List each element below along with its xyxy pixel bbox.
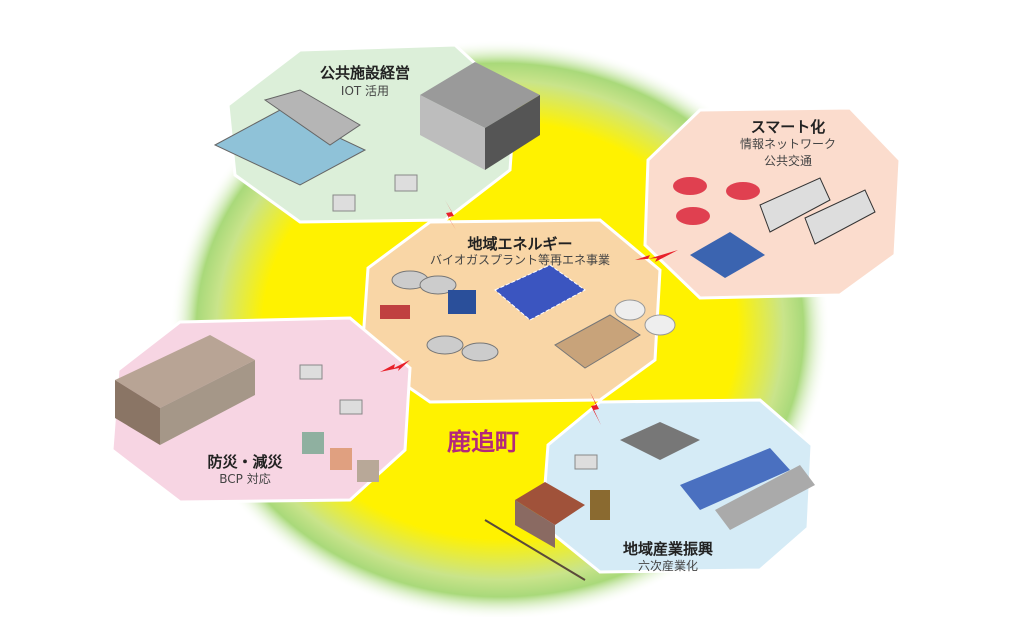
- hub-smart-sub-2: 公共交通: [763, 154, 813, 168]
- bolt-bottom: [590, 392, 601, 425]
- energy-plant: [380, 264, 676, 369]
- bolt-top: [445, 200, 456, 230]
- hub-industry-bg: [540, 398, 814, 574]
- hub-disaster-sub: BCP 対応: [219, 472, 271, 486]
- public-facility-buildings: [213, 62, 540, 212]
- town-name: 鹿追町: [447, 428, 519, 456]
- hub-public-facilities-title: 公共施設経営: [319, 64, 411, 82]
- hub-smart-sub-1: 情報ネットワーク: [739, 137, 837, 151]
- bolt-left: [380, 360, 410, 372]
- hub-industry-title: 地域産業振興: [622, 540, 714, 558]
- power-bolts: [380, 200, 678, 425]
- disaster-buildings: [115, 335, 379, 482]
- hub-smart-title: スマート化: [750, 118, 826, 136]
- hub-energy-sub: バイオガスプラント等再エネ事業: [429, 253, 611, 267]
- hub-energy-title: 地域エネルギー: [467, 235, 573, 253]
- hub-disaster-title: 防災・減災: [207, 453, 283, 471]
- hub-industry-sub: 六次産業化: [637, 559, 699, 573]
- hub-public-facilities-sub: IOT 活用: [340, 84, 390, 98]
- bolt-right: [635, 250, 678, 262]
- industry-buildings: [484, 422, 815, 581]
- smart-vehicles: [673, 177, 876, 278]
